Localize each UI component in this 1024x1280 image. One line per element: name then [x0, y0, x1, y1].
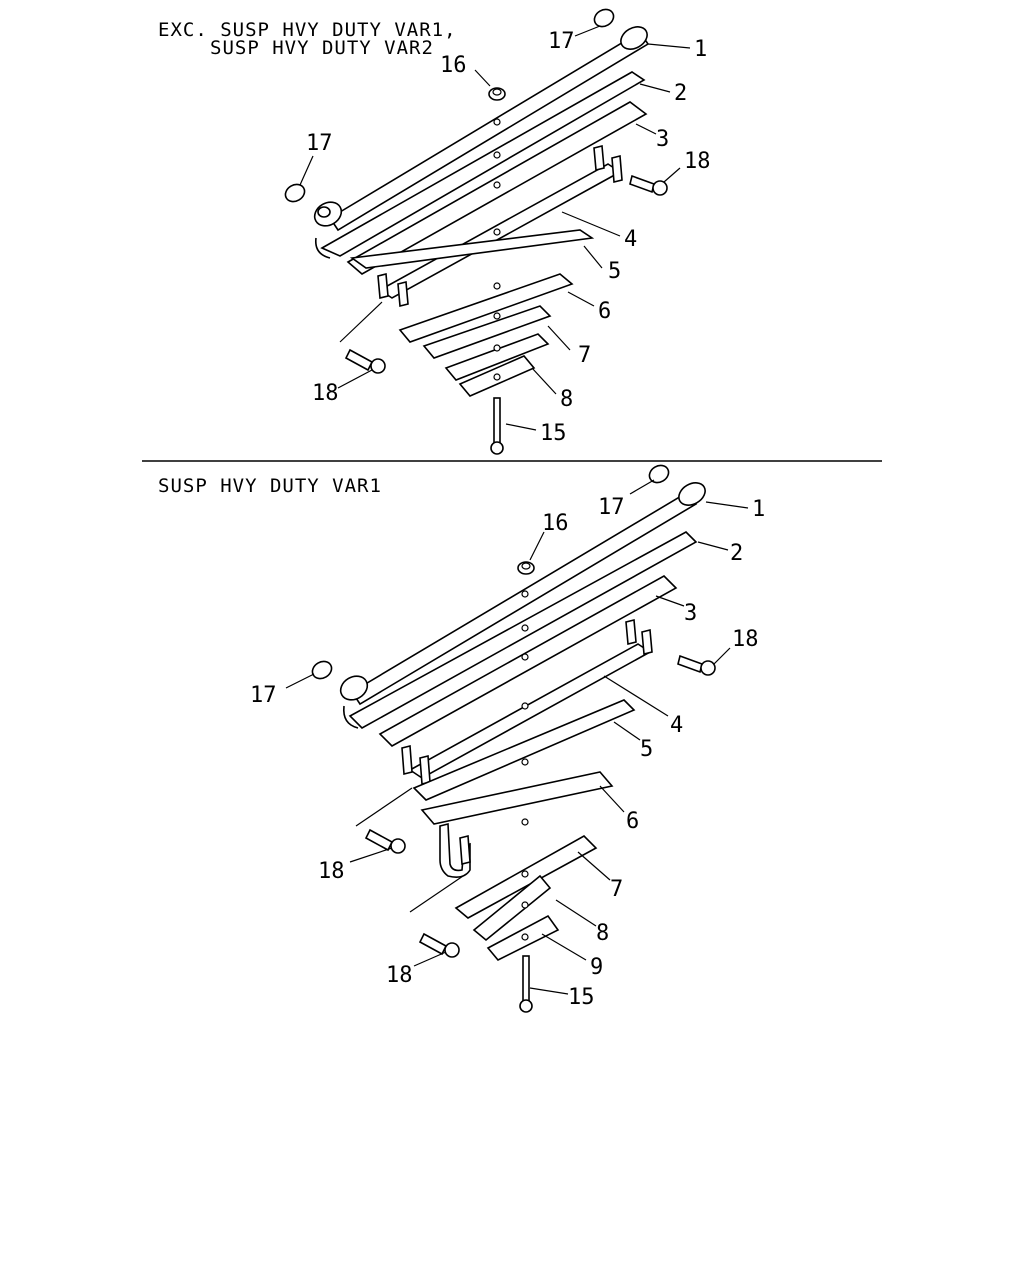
bolt-18-a	[629, 174, 668, 196]
callout-2: 2	[674, 81, 687, 106]
callout-9-bottom: 9	[590, 955, 603, 980]
leaf-4-with-clamps-bottom	[401, 618, 653, 786]
lower-clamp-bottom	[439, 818, 529, 878]
bushing-17-b	[284, 183, 306, 203]
callout-5: 5	[608, 259, 621, 284]
leaf-9-bottom	[486, 914, 560, 961]
callout-16: 16	[440, 53, 467, 78]
bolt-18-a-bottom	[677, 654, 716, 676]
leaf-8	[444, 333, 550, 381]
bottom-section: SUSP HVY DUTY VAR1	[158, 464, 765, 1013]
callout-1: 1	[694, 37, 707, 62]
center-bolt-15	[490, 397, 504, 455]
top-title-line2: SUSP HVY DUTY VAR2	[210, 37, 434, 59]
callout-2-bottom: 2	[730, 541, 743, 566]
nut-16-bottom	[517, 561, 535, 575]
callout-8: 8	[560, 387, 573, 412]
bottom-leader-lines	[285, 479, 749, 995]
callout-15-bottom: 15	[568, 985, 595, 1010]
callout-6-bottom: 6	[626, 809, 639, 834]
callout-18-a-bottom: 18	[732, 627, 759, 652]
callout-7: 7	[578, 343, 591, 368]
center-bolt-15-bottom	[519, 955, 533, 1013]
callout-4-bottom: 4	[670, 713, 683, 738]
leaf-7	[422, 305, 552, 359]
leaf-2	[314, 71, 646, 259]
callout-3-bottom: 3	[684, 601, 697, 626]
callout-15: 15	[540, 421, 567, 446]
callout-7-bottom: 7	[610, 877, 623, 902]
top-title-line1: EXC. SUSP HVY DUTY VAR1,	[158, 19, 457, 41]
callout-18-b: 18	[312, 381, 339, 406]
leaf-6	[398, 273, 574, 343]
bushing-17-a-bottom	[648, 464, 670, 484]
bushing-17-a	[593, 8, 615, 28]
callout-17-a: 17	[548, 29, 575, 54]
leaf-2-bottom	[342, 531, 698, 729]
callout-5-bottom: 5	[640, 737, 653, 762]
bottom-callouts: 17 1 16 2 3 18 17 4 5 6 18 7 8 9 18 15	[250, 495, 765, 1010]
leaf-7-bottom	[454, 835, 598, 919]
callout-17-a-bottom: 17	[598, 495, 625, 520]
callout-16-bottom: 16	[542, 511, 569, 536]
main-leaf-1-bottom	[339, 482, 706, 706]
callout-1-bottom: 1	[752, 497, 765, 522]
leaf-6-bottom	[420, 758, 614, 825]
leaf-5-bottom	[412, 699, 636, 801]
bolt-18-c-bottom	[418, 932, 460, 958]
top-leader-lines	[299, 25, 691, 431]
callout-6: 6	[598, 299, 611, 324]
callout-17-b: 17	[306, 131, 333, 156]
top-callouts: 17 1 16 2 3 17 18 4 5 6 7 8 18 15	[306, 29, 711, 446]
callout-18-a: 18	[684, 149, 711, 174]
leaf-8-bottom	[472, 874, 552, 942]
leaf-8-small	[458, 355, 536, 397]
callout-4: 4	[624, 227, 637, 252]
bottom-title: SUSP HVY DUTY VAR1	[158, 475, 382, 497]
leaf-3-bottom	[378, 575, 678, 747]
top-section: EXC. SUSP HVY DUTY VAR1, SUSP HVY DUTY V…	[158, 8, 711, 455]
bolt-18-b-bottom	[364, 828, 406, 854]
leaf-5	[349, 228, 595, 269]
bolt-18-b	[344, 348, 386, 374]
callout-18-c-bottom: 18	[386, 963, 413, 988]
callout-8-bottom: 8	[596, 921, 609, 946]
bushing-17-b-bottom	[311, 660, 333, 680]
callout-17-b-bottom: 17	[250, 683, 277, 708]
nut-16	[488, 87, 506, 101]
callout-3: 3	[656, 127, 669, 152]
callout-18-b-bottom: 18	[318, 859, 345, 884]
